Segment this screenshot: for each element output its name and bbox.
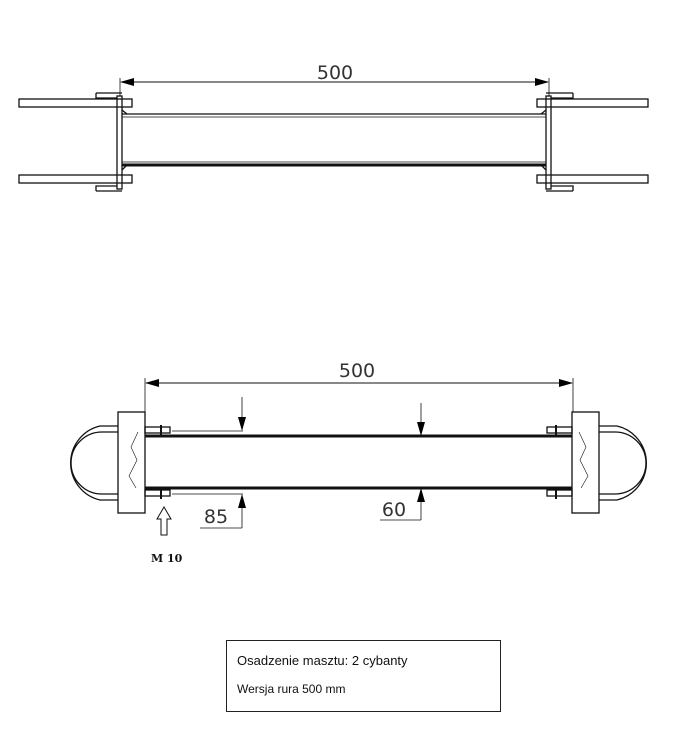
right-top-rail xyxy=(536,98,649,108)
left-plate xyxy=(116,95,123,190)
info-box: Osadzenie masztu: 2 cybanty Wersja rura … xyxy=(226,640,501,712)
right-clamp-block xyxy=(571,411,600,514)
left-u-bolt xyxy=(70,425,118,501)
bottom-dimension-label: 500 xyxy=(339,360,375,382)
info-mounting-text: Osadzenie masztu: 2 cybanty xyxy=(237,653,408,668)
pipe-dimension-label: 60 xyxy=(382,499,406,521)
info-version-text: Wersja rura 500 mm xyxy=(237,682,346,696)
right-u-bolt xyxy=(599,425,647,501)
top-view: 500 xyxy=(18,62,649,192)
right-plate xyxy=(545,95,552,190)
left-clamp-block xyxy=(117,411,146,514)
clamp-dimension-label: 85 xyxy=(204,506,228,528)
left-bottom-rail xyxy=(18,174,133,184)
bolt-label: M 10 xyxy=(151,552,183,565)
left-top-rail xyxy=(18,98,133,108)
right-bottom-rail xyxy=(536,174,649,184)
bolt-pointer-arrow-icon xyxy=(156,506,172,536)
bottom-view: 500 85 60 M 10 xyxy=(70,360,647,565)
top-dimension-label: 500 xyxy=(317,62,353,84)
pipe xyxy=(144,435,573,489)
